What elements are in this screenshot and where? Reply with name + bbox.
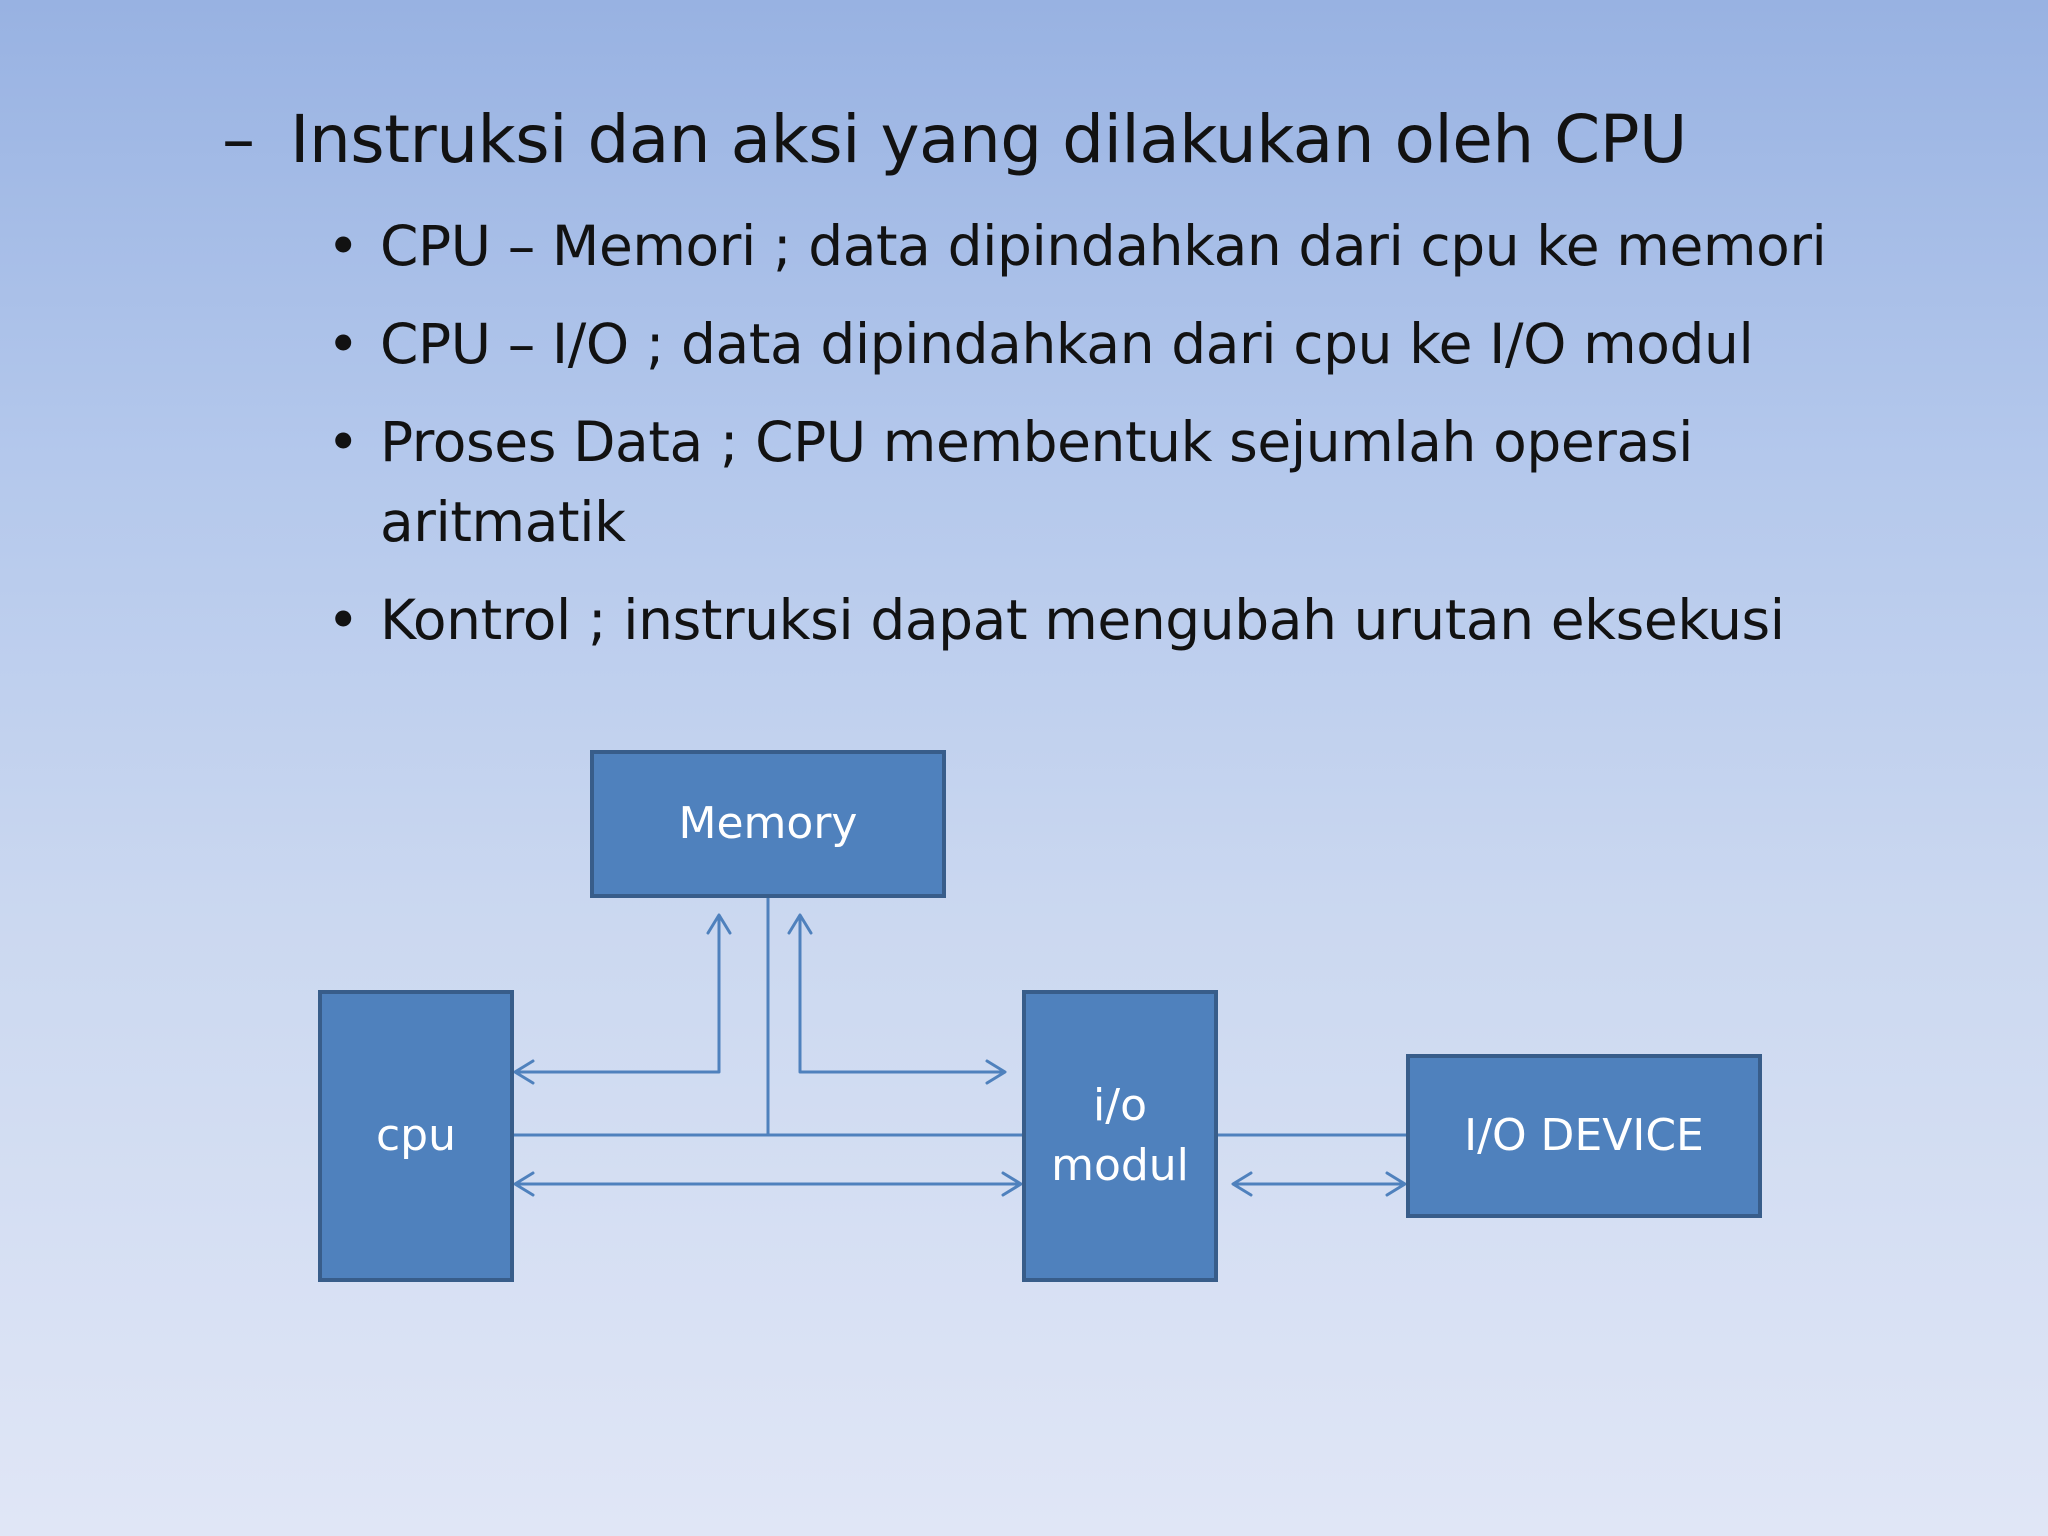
heading-text: Instruksi dan aksi yang dilakukan oleh C… [290, 101, 1687, 178]
bullet-dot-icon: • [327, 214, 360, 278]
bullet-text: Proses Data ; CPU membentuk sejumlah ope… [380, 410, 1693, 554]
arrowhead-up-icon [787, 913, 813, 935]
arrowhead-left-icon [1231, 1171, 1253, 1197]
bullet-item: • CPU – Memori ; data dipindahkan dari c… [327, 206, 1927, 286]
bullet-item: • Kontrol ; instruksi dapat mengubah uru… [327, 580, 1927, 660]
heading-dash: – [222, 101, 255, 178]
arrowhead-left-icon [513, 1171, 535, 1197]
bullet-text: CPU – I/O ; data dipindahkan dari cpu ke… [380, 312, 1754, 376]
io-device-label: I/O DEVICE [1464, 1110, 1704, 1161]
bullet-dot-icon: • [327, 312, 360, 376]
arrowhead-left-icon [513, 1059, 535, 1085]
memory-box: Memory [590, 750, 946, 898]
arrowhead-up-icon [706, 913, 732, 935]
io-modul-box: i/o modul [1022, 990, 1218, 1282]
slide-heading: –Instruksi dan aksi yang dilakukan oleh … [222, 96, 1687, 184]
bullet-item: • Proses Data ; CPU membentuk sejumlah o… [327, 402, 1927, 562]
arrowhead-right-icon [1385, 1171, 1407, 1197]
bullet-item: • CPU – I/O ; data dipindahkan dari cpu … [327, 304, 1927, 384]
bullet-text: CPU – Memori ; data dipindahkan dari cpu… [380, 214, 1827, 278]
bullet-dot-icon: • [327, 410, 360, 474]
memory-label: Memory [678, 798, 858, 849]
cpu-label: cpu [375, 1110, 456, 1161]
arrowhead-right-icon [985, 1059, 1007, 1085]
arrowhead-right-icon [1001, 1171, 1023, 1197]
bullet-text: Kontrol ; instruksi dapat mengubah uruta… [380, 588, 1785, 652]
memory-cpu-arrow [514, 916, 721, 1074]
bullet-list: • CPU – Memori ; data dipindahkan dari c… [327, 206, 1927, 678]
io-modul-label-line1: i/o [1093, 1080, 1147, 1131]
bullet-dot-icon: • [327, 588, 360, 652]
memory-io-arrow [798, 916, 1006, 1074]
io-device-box: I/O DEVICE [1406, 1054, 1762, 1218]
io-modul-label-line2: modul [1051, 1140, 1189, 1191]
cpu-box: cpu [318, 990, 514, 1282]
